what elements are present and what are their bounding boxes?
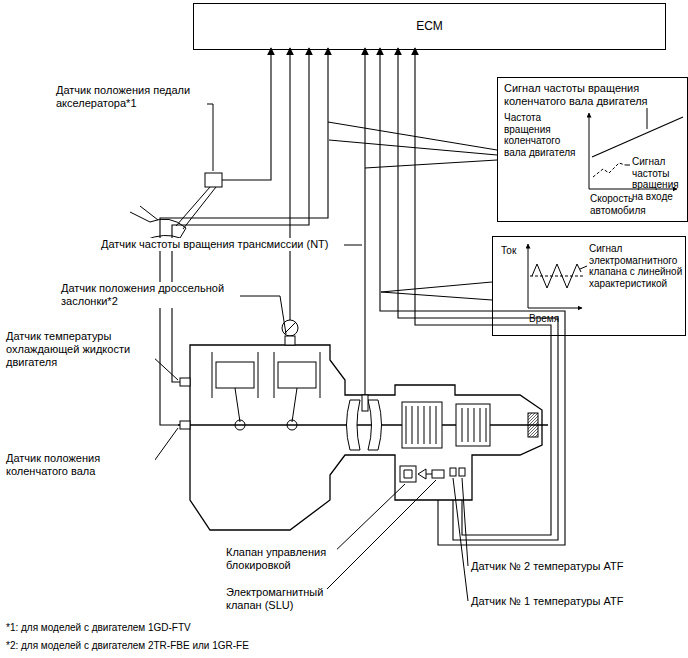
part-label: Датчик № 2 температуры ATF [470, 560, 624, 573]
part-label: Клапан управления блокировкой [225, 546, 337, 572]
signal-panel: Сигнал частоты вращения коленчатого вала… [497, 77, 688, 222]
gear-tooth [418, 406, 419, 444]
node-text: Сигнал электромагнитного клапана с линей… [589, 243, 683, 289]
signal-panel: Ток Сигнал электромагнитного клапана с ли… [492, 236, 686, 336]
footnote: *1: для моделей с двигателем 1GD-FTV [5, 622, 192, 634]
part-label: Датчик положения коленчатого вала [5, 452, 155, 478]
callout-lines [328, 122, 497, 300]
node-text: ECM [194, 4, 665, 49]
part-label: Датчик температуры охлаждающей жидкости … [5, 330, 155, 370]
part-label: Датчик частоты вращения трансмиссии (NT) [100, 238, 330, 251]
gear-tooth [412, 406, 413, 444]
ecm-box: ECM [193, 3, 666, 50]
footnote: *2: для моделей с двигателем 2TR-FBE или… [5, 640, 250, 652]
part-label: Датчик положения дроссельной заслонки*2 [60, 282, 240, 308]
node-text: Частота вращения коленчатого вала двигат… [504, 112, 584, 158]
part-label: Датчик № 1 температуры ATF [470, 595, 624, 608]
gear-tooth [430, 406, 431, 444]
gear-tooth [436, 406, 437, 444]
node-text: Время [529, 313, 589, 325]
gear-tooth [406, 406, 407, 444]
part-label: Датчик положения педали акселератора*1 [55, 84, 207, 110]
node-text: Ток [501, 245, 527, 257]
accelerator-pedal [130, 173, 222, 246]
node-text: Скорость автомобиля [590, 193, 674, 216]
leader-line [203, 104, 213, 171]
gear-tooth [424, 406, 425, 444]
node-text: Сигнал частоты вращения коленчатого вала… [504, 82, 684, 107]
current-graph [528, 244, 587, 308]
part-label: Электромагнитный клапан (SLU) [225, 586, 327, 612]
engine-transmission [178, 320, 548, 530]
node-text: Сигнал частоты вращения на входе [632, 156, 686, 202]
